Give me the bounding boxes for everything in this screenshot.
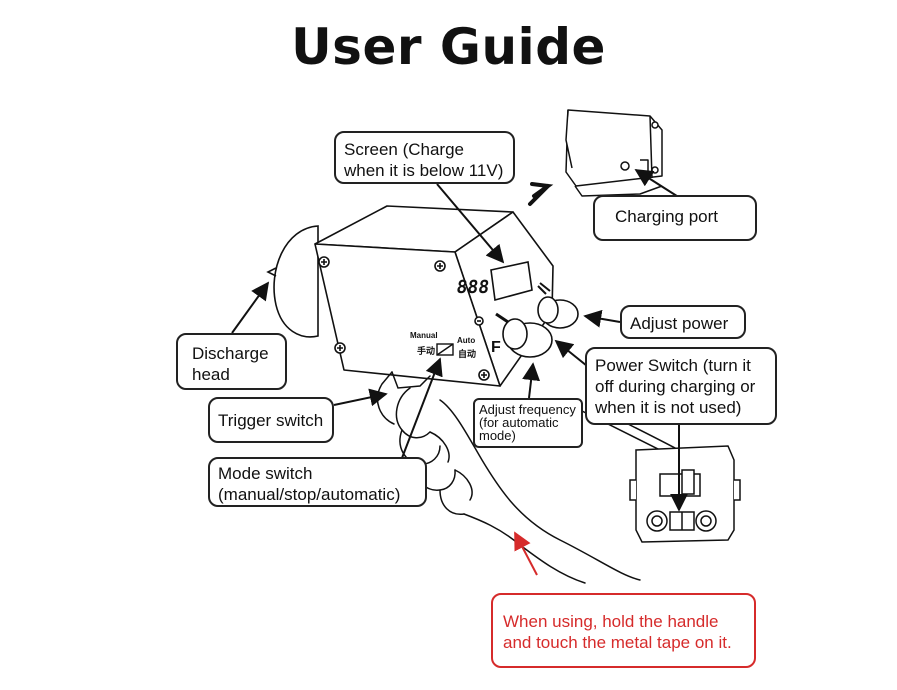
frequency-letter: F [491, 339, 501, 356]
charging-port-inset [565, 109, 663, 197]
display-drawing: 888 [455, 261, 533, 302]
callout-power-switch: Power Switch (turn it off during chargin… [585, 347, 777, 425]
auto-cn-label: 自动 [458, 348, 476, 360]
manual-cn-label: 手动 [417, 345, 435, 357]
device-body [314, 205, 554, 387]
callout-adjust-power: Adjust power [620, 305, 746, 339]
manual-label: Manual [410, 331, 438, 340]
callout-discharge-head: Discharge head [176, 333, 287, 390]
pointer-lines [231, 169, 688, 512]
discharge-head-drawing [266, 225, 319, 338]
callout-screen: Screen (Charge when it is below 11V) [334, 131, 515, 184]
frequency-knob-drawing [495, 312, 553, 358]
inset-pointer-icon [528, 182, 554, 206]
callout-trigger-switch: Trigger switch [208, 397, 334, 443]
callout-adjust-frequency: Adjust frequency (for automatic mode) [473, 398, 583, 448]
display-digits: 888 [455, 277, 490, 298]
callout-mode-switch: Mode switch (manual/stop/automatic) [208, 457, 427, 507]
auto-label: Auto [457, 336, 475, 345]
power-switch-inset [629, 445, 741, 543]
note-pointer [514, 531, 538, 576]
callout-charging-port: Charging port [593, 195, 757, 241]
power-knob-drawing [537, 282, 579, 329]
page-title: User Guide [291, 18, 606, 76]
callout-usage-note: When using, hold the handle and touch th… [491, 593, 756, 668]
mode-switch-drawing [436, 343, 454, 356]
